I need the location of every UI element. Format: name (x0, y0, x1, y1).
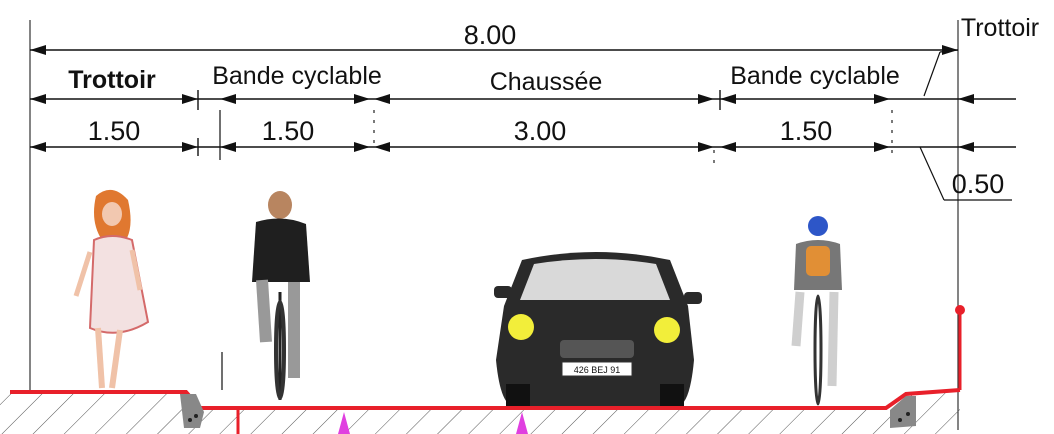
license-plate: 426 BEJ 91 (574, 365, 621, 375)
dim-leader-right (919, 146, 945, 201)
label-bande-cyclable-left: Bande cyclable (212, 62, 382, 90)
value-dimension-row: 1.50 1.50 3.00 1.50 (30, 110, 1016, 160)
cyclist-right-figure (791, 216, 842, 406)
road-profile-line (10, 388, 961, 410)
cyclist-left-figure (252, 191, 310, 400)
label-trottoir-right: Trottoir (961, 14, 1039, 42)
dim-chaussee: 3.00 (514, 116, 567, 146)
label-trottoir-left: Trottoir (68, 66, 156, 94)
label-dimension-row (30, 90, 1016, 110)
dim-bande-cyclable-right: 1.50 (780, 116, 833, 146)
ground-hatch (0, 390, 960, 434)
dim-bande-cyclable-left: 1.50 (262, 116, 315, 146)
curb-left (180, 394, 204, 428)
total-dimension: 8.00 (30, 20, 958, 55)
marker-left (338, 412, 350, 434)
label-bande-cyclable-right: Bande cyclable (730, 62, 900, 90)
dim-trottoir-right: 0.50 (952, 169, 1005, 199)
marker-center (516, 412, 528, 434)
pedestrian-figure (73, 189, 150, 389)
label-leader-right (939, 49, 959, 53)
label-leader-right-2 (923, 51, 941, 97)
car-front-view: 426 BEJ 91 (494, 252, 702, 406)
total-dimension-value: 8.00 (464, 20, 517, 50)
curb-right (890, 396, 916, 428)
right-red-marker (955, 305, 965, 315)
label-chaussee: Chaussée (490, 68, 603, 96)
dim-trottoir-left: 1.50 (88, 116, 141, 146)
